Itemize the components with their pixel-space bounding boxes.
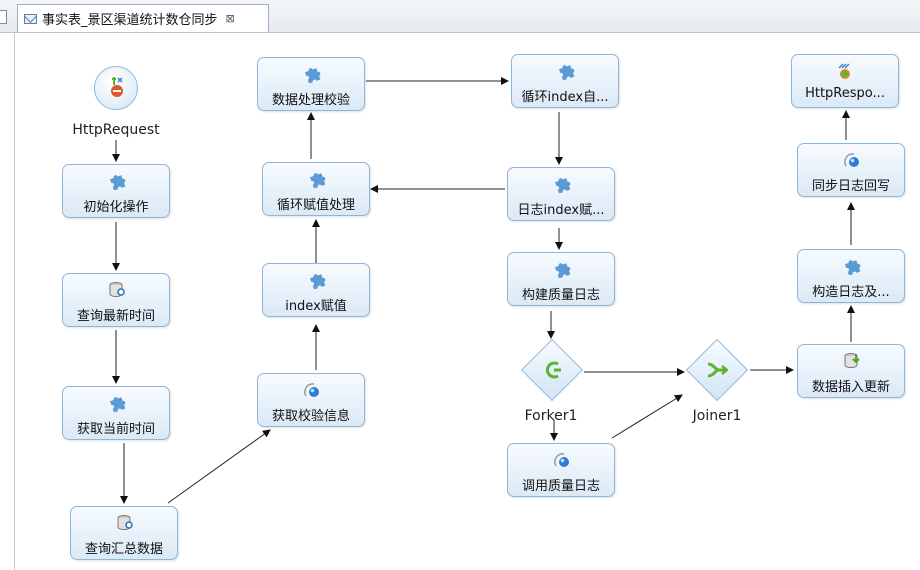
build-log-node[interactable]: 构造日志及... [797, 249, 905, 303]
data-check-node[interactable]: 数据处理校验 [257, 57, 365, 111]
puzzle-icon [844, 260, 861, 275]
editor-tab-bar: 事实表_景区渠道统计数仓同步 ⊠ [0, 0, 920, 33]
node-label: 构造日志及... [812, 285, 890, 300]
node-label: 查询汇总数据 [84, 542, 163, 557]
node-label: 初始化操作 [83, 200, 149, 215]
request-icon [111, 77, 123, 97]
puzzle-icon [309, 274, 326, 289]
node-label: index赋值 [285, 299, 347, 314]
database-insert-icon [844, 353, 860, 369]
http-request-node[interactable] [94, 66, 138, 110]
node-label: 获取当前时间 [76, 422, 155, 437]
node-label: 同步日志回写 [811, 179, 890, 194]
node-label: 查询最新时间 [76, 309, 155, 324]
node-label: HttpRespo... [805, 86, 885, 101]
query-summary-node[interactable]: 查询汇总数据 [70, 506, 178, 560]
canvas-left-border [14, 33, 15, 570]
joiner-label: Joiner1 [692, 408, 742, 424]
response-icon [838, 63, 850, 79]
build-quality-node[interactable]: 构建质量日志 [507, 252, 615, 306]
database-query-icon [109, 282, 125, 298]
http-request-label: HttpRequest [72, 122, 160, 138]
flow-file-icon [24, 13, 37, 24]
loop-assign-node[interactable]: 循环赋值处理 [262, 162, 370, 216]
log-index-node[interactable]: 日志index赋... [507, 167, 615, 221]
minimize-icon[interactable] [0, 10, 7, 24]
database-query-icon [117, 515, 133, 531]
http-response-node[interactable]: HttpRespo... [791, 54, 899, 108]
node-label: 循环赋值处理 [276, 198, 355, 213]
puzzle-icon [558, 65, 575, 80]
puzzle-icon [554, 263, 571, 278]
service-call-icon [554, 453, 569, 467]
index-assign-node[interactable]: index赋值 [262, 263, 370, 317]
call-quality-node[interactable]: 调用质量日志 [507, 443, 615, 497]
tab-title: 事实表_景区渠道统计数仓同步 [42, 13, 218, 28]
service-call-icon [844, 153, 859, 167]
service-call-icon [304, 383, 319, 397]
node-label: 数据插入更新 [811, 380, 890, 395]
node-label: 获取校验信息 [271, 409, 350, 424]
join-icon [707, 362, 728, 378]
fork-icon [545, 361, 561, 379]
get-check-node[interactable]: 获取校验信息 [257, 373, 365, 427]
puzzle-icon [309, 173, 326, 188]
init-node[interactable]: 初始化操作 [62, 164, 170, 218]
close-tab-icon[interactable]: ⊠ [225, 12, 235, 25]
node-label: 循环index自... [521, 90, 609, 105]
puzzle-icon [554, 178, 571, 193]
editor-tab[interactable]: 事实表_景区渠道统计数仓同步 ⊠ [17, 4, 269, 32]
forker-label: Forker1 [524, 408, 578, 424]
sync-log-node[interactable]: 同步日志回写 [797, 143, 905, 197]
get-time-node[interactable]: 获取当前时间 [62, 386, 170, 440]
node-label: 构建质量日志 [521, 288, 600, 303]
puzzle-icon [109, 397, 126, 412]
loop-index-node[interactable]: 循环index自... [511, 54, 619, 108]
node-label: 数据处理校验 [271, 93, 350, 108]
insert-update-node[interactable]: 数据插入更新 [797, 344, 905, 398]
query-latest-node[interactable]: 查询最新时间 [62, 273, 170, 327]
puzzle-icon [109, 175, 126, 190]
node-label: 调用质量日志 [521, 479, 600, 494]
puzzle-icon [304, 68, 321, 83]
node-label: 日志index赋... [517, 203, 605, 218]
